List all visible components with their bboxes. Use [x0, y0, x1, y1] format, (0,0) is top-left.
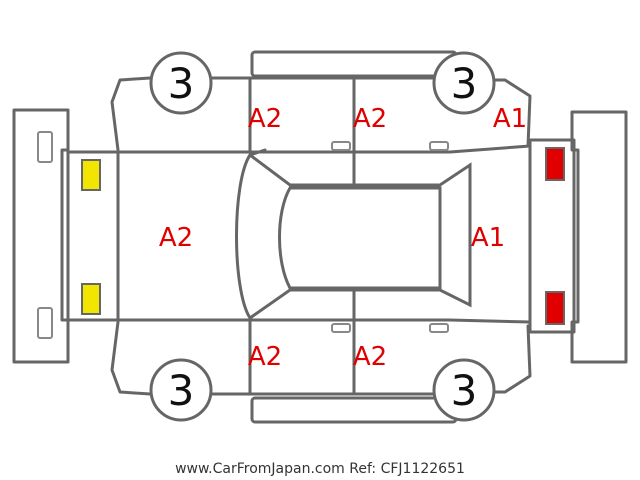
front-bumper-notch-bottom — [37, 307, 53, 339]
rear-lamp-bottom — [545, 291, 565, 325]
side-profile-right — [110, 320, 532, 396]
front-lamp-housing — [66, 150, 120, 322]
front-bumper-notch-top — [37, 131, 53, 163]
wheel-rear-right-grade: 3 — [451, 366, 478, 415]
wheel-front-right — [149, 358, 213, 422]
wheel-front-left — [149, 51, 213, 115]
roof-rail-left — [250, 50, 458, 78]
door-handle-rear-right — [429, 323, 449, 333]
door-handle-front-right — [331, 323, 351, 333]
rear-lamp-top — [545, 147, 565, 181]
damage-front-door-right: A2 — [248, 342, 282, 372]
damage-rear-door-left: A2 — [353, 104, 387, 134]
damage-rear-door-right: A2 — [353, 342, 387, 372]
wheel-front-right-grade: 3 — [168, 366, 195, 415]
wheel-rear-left-grade: 3 — [451, 59, 478, 108]
rear-bumper — [570, 110, 628, 364]
side-profile-left — [110, 76, 532, 152]
damage-hood: A2 — [159, 223, 193, 253]
roof-rail-right — [250, 396, 458, 424]
door-handle-rear-left — [429, 141, 449, 151]
damage-rear-gate: A1 — [471, 223, 505, 253]
front-lamp-top — [81, 159, 101, 191]
wheel-rear-right — [432, 358, 496, 422]
front-lamp-bottom — [81, 283, 101, 315]
roof-panel — [278, 186, 442, 290]
rear-lamp-housing — [528, 138, 576, 334]
footer-reference: www.CarFromJapan.com Ref: CFJ1122651 — [175, 461, 465, 477]
wheel-front-left-grade: 3 — [168, 59, 195, 108]
door-handle-front-left — [331, 141, 351, 151]
wheel-rear-left — [432, 51, 496, 115]
front-bumper — [12, 108, 70, 364]
damage-rear-quarter-left: A1 — [493, 104, 527, 134]
a-pillar-top — [248, 148, 267, 157]
damage-front-door-left: A2 — [248, 104, 282, 134]
